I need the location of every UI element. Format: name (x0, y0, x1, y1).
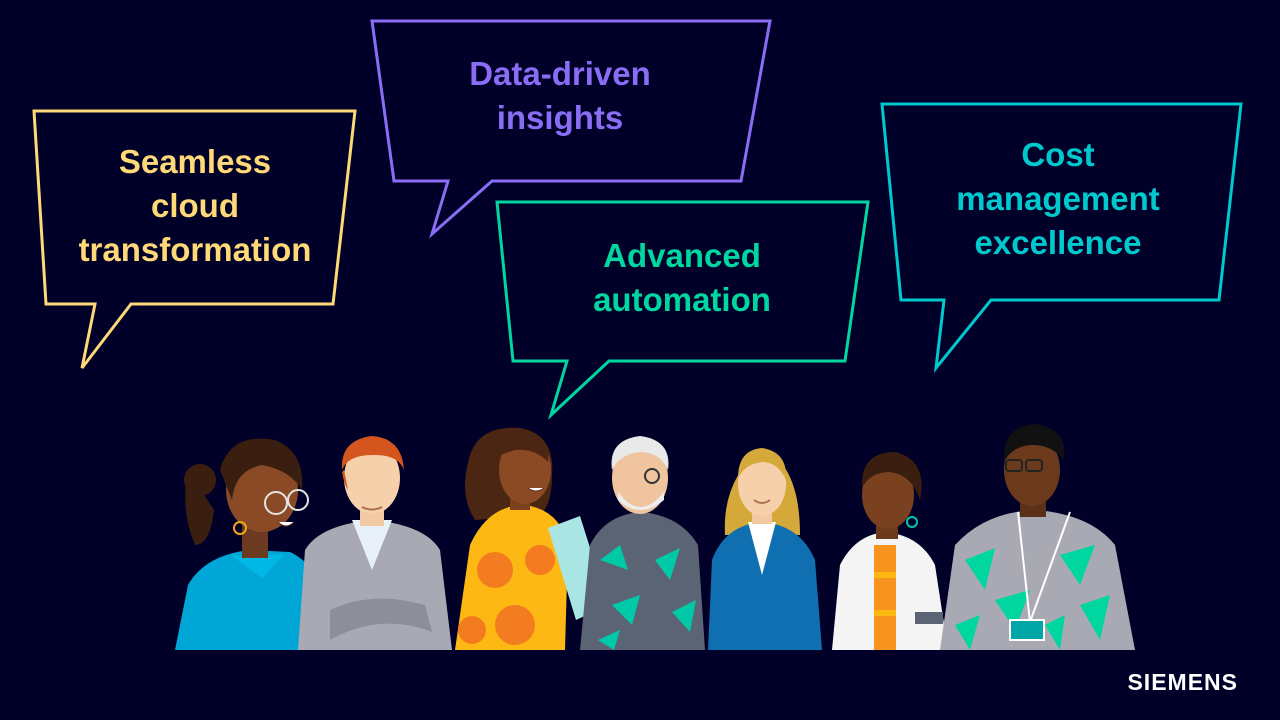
person-man-leaf-shirt (580, 436, 705, 650)
bubble-line: Data-driven (469, 55, 651, 92)
bubble-line: transformation (78, 231, 312, 268)
bubble-text-cost: Cost management excellence (908, 133, 1208, 265)
bubble-text-insights: Data-driven insights (400, 52, 720, 140)
person-woman-curly-hair (175, 438, 322, 650)
speech-bubble-cloud (32, 109, 357, 369)
bubble-text-automation: Advanced automation (522, 234, 842, 322)
people-group (175, 424, 1135, 650)
speech-bubble-cost (880, 102, 1243, 373)
person-man-patterned-sweater (940, 424, 1135, 650)
bubble-line: Advanced (603, 237, 761, 274)
bubble-text-cloud: Seamless cloud transformation (55, 140, 335, 272)
speech-bubble-insights (370, 19, 772, 239)
bubble-line: excellence (974, 224, 1142, 261)
siemens-logo: SIEMENS (1127, 669, 1238, 695)
bubble-line: Seamless (118, 143, 272, 180)
bubble-line: Cost (1021, 136, 1095, 173)
bubble-line: automation (593, 281, 771, 318)
person-woman-yellow-dress (455, 427, 608, 650)
bubble-line: management (956, 180, 1160, 217)
speech-bubble-automation (495, 200, 870, 420)
person-woman-blue-blazer (708, 448, 822, 650)
bubble-line: cloud (151, 187, 239, 224)
person-man-white-jacket (832, 452, 948, 650)
person-man-grey-suit (298, 436, 452, 650)
bubble-line: insights (496, 99, 624, 136)
